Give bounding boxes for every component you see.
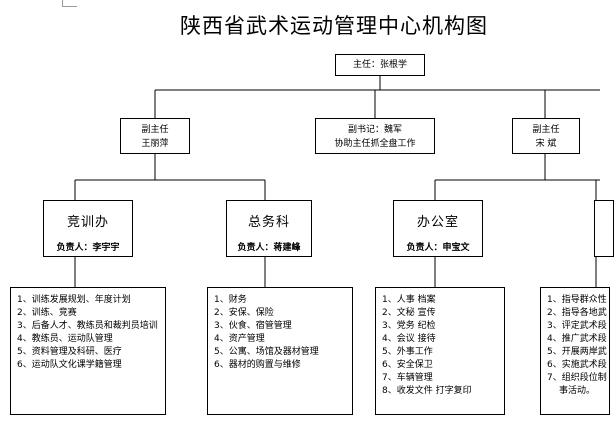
duty-item: 3、伙食、宿管管理 <box>214 321 292 331</box>
duty-item: 5、外事工作 <box>382 347 433 357</box>
duty-item: 6、器材的购置与维修 <box>214 360 301 370</box>
deputy-box-2: 副书记：魏军 协助主任抓全盘工作 <box>315 118 435 154</box>
duty-item: 8、收发文件 打字复印 <box>382 386 472 396</box>
duty-item: 3、后备人才、教练员和裁判员培训 <box>17 321 158 331</box>
duty-item: 6、实施武术段 <box>547 360 607 370</box>
dept-box-3: 办公室 负责人：申宝文 <box>393 200 483 257</box>
connector-lines <box>74 76 600 287</box>
duty-item: 3、评定武术段 <box>547 321 607 331</box>
duty-item: 4、推广武术段 <box>547 334 607 344</box>
duty-item: 1、人事 档案 <box>382 295 436 305</box>
duty-item: 4、教练员、运动队管理 <box>17 334 113 344</box>
duty-list-box-2: 1、财务 2、安保、保险 3、伙食、宿管管理 4、资产管理 5、公寓、场馆及器材… <box>207 287 353 415</box>
deputy-2-title: 副书记：魏军 <box>347 125 402 135</box>
dept-box-2: 总务科 负责人：蒋建峰 <box>226 200 312 257</box>
dept-3-name: 办公室 <box>416 215 459 230</box>
duty-item: 4、会议 接待 <box>382 334 436 344</box>
duty-list-3: 1、人事 档案 2、文秘 宣传 3、党务 纪检 4、会议 接待 5、外事工作 6… <box>376 288 504 398</box>
duty-list-box-1: 1、训练发展规划、年度计划 2、训练、竞赛 3、后备人才、教练员和裁判员培训 4… <box>10 287 166 415</box>
deputy-1-name: 王丽萍 <box>141 139 169 149</box>
deputy-box-3: 副主任 宋 斌 <box>512 118 580 154</box>
duty-item: 2、安保、保险 <box>214 308 274 318</box>
duty-item: 1、指导群众性 <box>547 295 607 305</box>
duty-list-2: 1、财务 2、安保、保险 3、伙食、宿管管理 4、资产管理 5、公寓、场馆及器材… <box>208 288 352 372</box>
duty-item: 1、训练发展规划、年度计划 <box>17 295 131 305</box>
duty-item: 7、组织段位制 <box>547 373 607 383</box>
dept-box-1: 竞训办 负责人：李宇宇 <box>43 200 133 257</box>
duty-item: 5、资料管理及科研、医疗 <box>17 347 122 357</box>
duty-item: 5、公寓、场馆及器材管理 <box>214 347 319 357</box>
duty-item: 2、训练、竞赛 <box>17 308 77 318</box>
duty-item: 6、运动队文化课学籍管理 <box>17 360 122 370</box>
dept-2-head: 负责人：蒋建峰 <box>237 243 301 253</box>
deputy-2-duty: 协助主任抓全盘工作 <box>334 139 416 149</box>
duty-list-box-4: 1、指导群众性 2、指导各地武 3、评定武术段 4、推广武术段 5、开展两岸武 … <box>540 287 610 415</box>
dept-2-name: 总务科 <box>247 215 290 230</box>
duty-item: 2、指导各地武 <box>547 308 607 318</box>
dept-1-name: 竞训办 <box>66 215 109 230</box>
director-box: 主任：张根学 <box>335 54 425 76</box>
duty-list-1: 1、训练发展规划、年度计划 2、训练、竞赛 3、后备人才、教练员和裁判员培训 4… <box>11 288 165 372</box>
deputy-1-title: 副主任 <box>141 125 169 135</box>
duty-item: 2、文秘 宣传 <box>382 308 436 318</box>
director-label: 主任：张根学 <box>352 60 407 70</box>
page-corner-mark <box>62 0 77 7</box>
dept-box-4 <box>594 200 614 257</box>
duty-item: 6、安全保卫 <box>382 360 433 370</box>
deputy-3-title: 副主任 <box>532 125 560 135</box>
deputy-box-1: 副主任 王丽萍 <box>120 118 190 154</box>
duty-item: 4、资产管理 <box>214 334 265 344</box>
duty-item: 5、开展两岸武 <box>547 347 607 357</box>
duty-item: 1、财务 <box>214 295 247 305</box>
page-title: 陕西省武术运动管理中心机构图 <box>180 14 488 38</box>
duty-list-box-3: 1、人事 档案 2、文秘 宣传 3、党务 纪检 4、会议 接待 5、外事工作 6… <box>375 287 505 415</box>
duty-item: 事活动。 <box>559 386 596 396</box>
duty-item: 3、党务 纪检 <box>382 321 436 331</box>
dept-1-head: 负责人：李宇宇 <box>56 243 120 253</box>
deputy-3-name: 宋 斌 <box>535 139 557 149</box>
duty-list-4: 1、指导群众性 2、指导各地武 3、评定武术段 4、推广武术段 5、开展两岸武 … <box>541 288 609 398</box>
dept-3-head: 负责人：申宝文 <box>406 243 470 253</box>
duty-item: 7、车辆管理 <box>382 373 433 383</box>
